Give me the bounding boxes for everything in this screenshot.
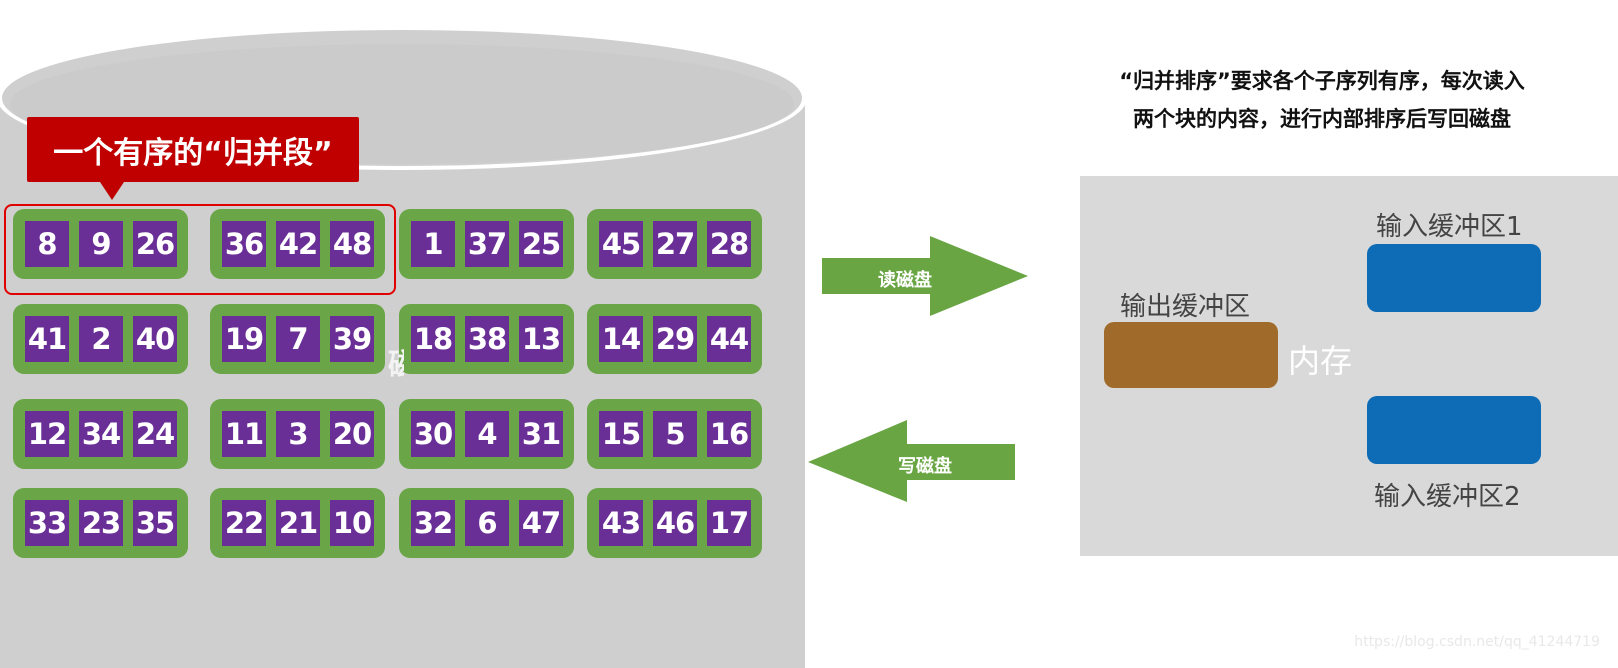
record-cell: 2 <box>79 316 123 362</box>
record-cell: 40 <box>133 316 177 362</box>
record-cell: 35 <box>133 500 177 546</box>
record-cell: 28 <box>707 221 751 267</box>
description-line-1: “归并排序”要求各个子序列有序，每次读入 <box>1119 69 1525 93</box>
record-cell: 1 <box>411 221 455 267</box>
record-cell: 17 <box>707 500 751 546</box>
record-cell: 18 <box>411 316 455 362</box>
record-cell: 7 <box>276 316 320 362</box>
record-cell: 44 <box>707 316 751 362</box>
record-cell: 16 <box>707 411 751 457</box>
merge-run-callout: 一个有序的“归并段” <box>27 117 359 182</box>
record-cell: 14 <box>599 316 643 362</box>
record-cell: 12 <box>25 411 69 457</box>
record-cell: 23 <box>79 500 123 546</box>
output-buffer-label: 输出缓冲区 <box>1120 292 1251 322</box>
record-cell: 32 <box>411 500 455 546</box>
record-cell: 4 <box>465 411 509 457</box>
record-cell: 33 <box>25 500 69 546</box>
input-buffer-2-label: 输入缓冲区2 <box>1374 482 1521 512</box>
record-cell: 15 <box>599 411 643 457</box>
record-cell: 30 <box>411 411 455 457</box>
record-cell: 43 <box>599 500 643 546</box>
record-cell: 13 <box>519 316 563 362</box>
record-cell: 26 <box>133 221 177 267</box>
record-cell: 41 <box>25 316 69 362</box>
callout-pointer <box>100 182 124 200</box>
record-cell: 8 <box>25 221 69 267</box>
record-cell: 48 <box>330 221 374 267</box>
record-cell: 45 <box>599 221 643 267</box>
record-cell: 38 <box>465 316 509 362</box>
description-line-2: 两个块的内容，进行内部排序后写回磁盘 <box>1133 107 1511 131</box>
disk-body <box>0 95 805 668</box>
record-cell: 25 <box>519 221 563 267</box>
write-disk-label: 写磁盘 <box>898 456 952 477</box>
disk-hidden-label: 磁 <box>388 348 404 383</box>
record-cell: 42 <box>276 221 320 267</box>
record-cell: 39 <box>330 316 374 362</box>
read-disk-arrow <box>822 236 1028 316</box>
record-cell: 6 <box>465 500 509 546</box>
record-cell: 3 <box>276 411 320 457</box>
record-cell: 34 <box>79 411 123 457</box>
record-cell: 22 <box>222 500 266 546</box>
merge-run-highlight <box>4 204 396 295</box>
record-cell: 9 <box>79 221 123 267</box>
input-buffer-1-label: 输入缓冲区1 <box>1376 212 1523 242</box>
record-cell: 24 <box>133 411 177 457</box>
record-cell: 10 <box>330 500 374 546</box>
input-buffer-1 <box>1367 244 1541 312</box>
record-cell: 11 <box>222 411 266 457</box>
record-cell: 27 <box>653 221 697 267</box>
write-disk-arrow <box>808 420 1015 502</box>
read-disk-label: 读磁盘 <box>878 270 932 291</box>
record-cell: 31 <box>519 411 563 457</box>
record-cell: 5 <box>653 411 697 457</box>
record-cell: 46 <box>653 500 697 546</box>
record-cell: 20 <box>330 411 374 457</box>
record-cell: 21 <box>276 500 320 546</box>
description-text: “归并排序”要求各个子序列有序，每次读入 两个块的内容，进行内部排序后写回磁盘 <box>1062 62 1582 138</box>
record-cell: 37 <box>465 221 509 267</box>
record-cell: 29 <box>653 316 697 362</box>
output-buffer <box>1104 322 1278 388</box>
record-cell: 36 <box>222 221 266 267</box>
record-cell: 19 <box>222 316 266 362</box>
input-buffer-2 <box>1367 396 1541 464</box>
watermark: https://blog.csdn.net/qq_41244719 <box>1354 634 1600 650</box>
memory-label: 内存 <box>1288 342 1353 380</box>
record-cell: 47 <box>519 500 563 546</box>
